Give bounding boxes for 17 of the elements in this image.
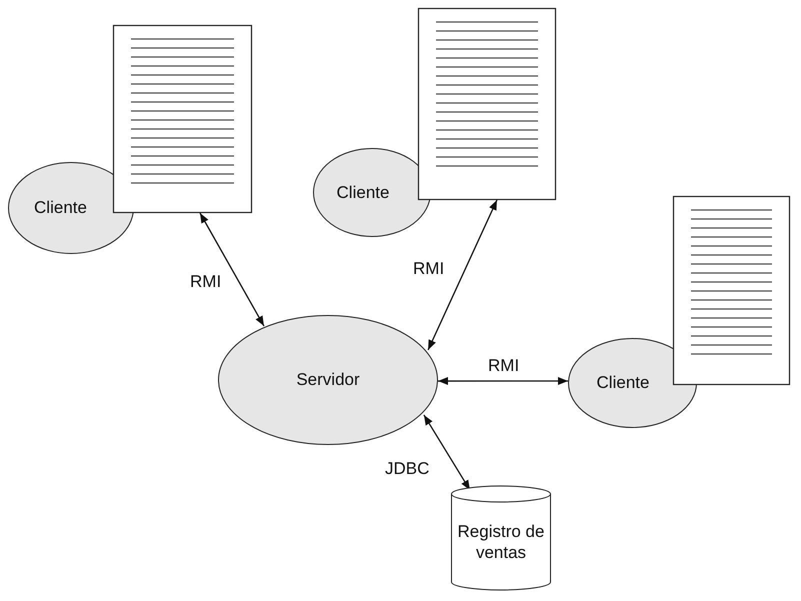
ellipse-node (568, 338, 697, 428)
double-arrow (199, 212, 265, 326)
node-label: Cliente (336, 182, 390, 202)
node-label: Registro de ventas (456, 520, 546, 564)
ellipse-node (313, 148, 431, 237)
document-drawing (113, 25, 252, 213)
double-arrow (428, 200, 498, 350)
double-arrow (438, 377, 568, 386)
double-arrow (423, 414, 471, 490)
ellipse-node (218, 315, 438, 445)
document-drawing (418, 8, 556, 200)
node-label: Cliente (596, 373, 650, 393)
node-label: Servidor (296, 370, 360, 390)
ellipse-node (8, 162, 134, 254)
node-label: Cliente (34, 198, 87, 218)
database-cylinder (451, 486, 551, 590)
document-drawing (673, 196, 790, 385)
